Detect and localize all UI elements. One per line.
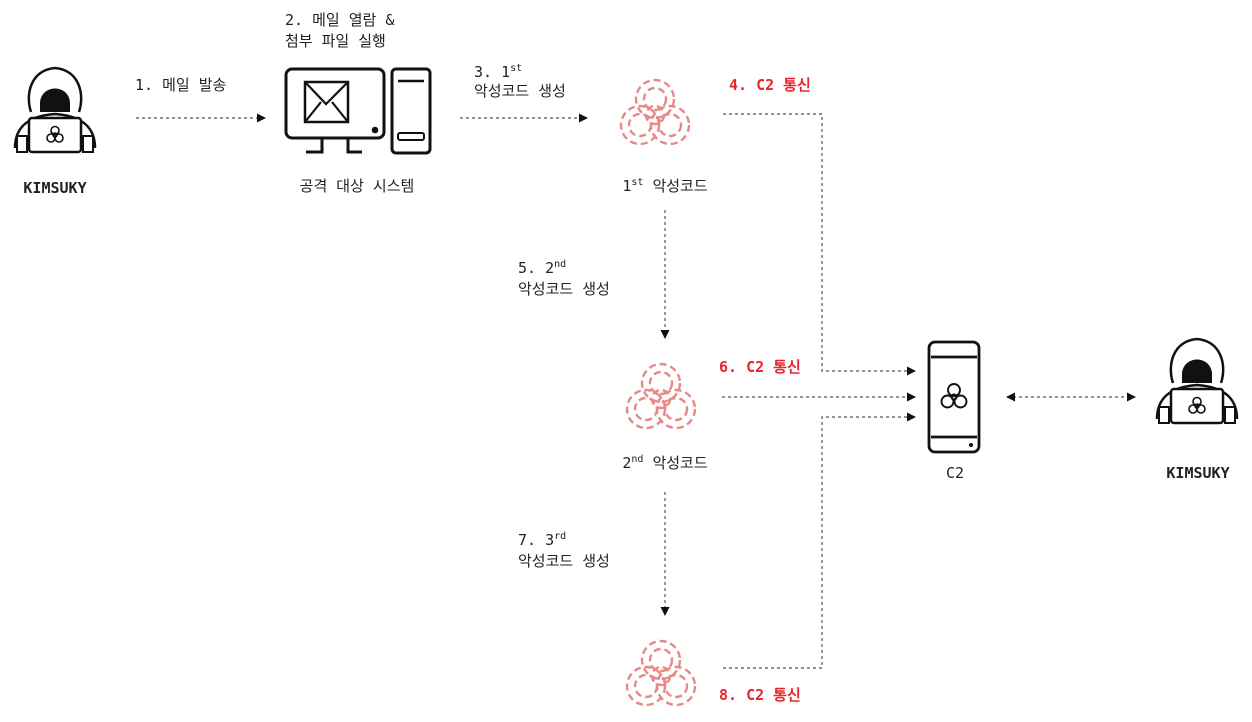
step-7-line1: 7. 3rd [518,530,566,551]
c2-link-3rd [723,417,915,668]
step-6-label: 6. C2 통신 [719,357,801,378]
malware-1st-icon [621,80,689,144]
step-3-line2: 악성코드 생성 [474,81,566,102]
step-2-line2: 첨부 파일 실행 [285,31,386,52]
step-5-line2: 악성코드 생성 [518,279,610,300]
malware-2nd-label: 2nd 악성코드 [622,453,707,474]
step-4-label: 4. C2 통신 [729,75,811,96]
malware-3rd-icon [627,641,695,705]
step-7-line2: 악성코드 생성 [518,551,610,572]
malware-2nd-icon [627,364,695,428]
step-5-line1: 5. 2nd [518,258,566,279]
attacker-left-label: KIMSUKY [23,178,86,199]
computer-icon [286,69,430,153]
target-system-label: 공격 대상 시스템 [300,176,415,197]
hacker-left-icon [15,68,95,152]
c2-label: C2 [946,463,964,484]
step-1-label: 1. 메일 발송 [135,75,226,96]
malware-1st-label: 1st 악성코드 [622,176,707,197]
step-8-label: 8. C2 통신 [719,685,801,706]
step-3-line1: 3. 1st [474,62,522,83]
hacker-right-icon [1157,339,1237,423]
c2-server-icon [929,342,979,452]
step-2-line1: 2. 메일 열람 & [285,10,394,31]
c2-link-1st [723,114,915,371]
attacker-right-label: KIMSUKY [1166,463,1229,484]
